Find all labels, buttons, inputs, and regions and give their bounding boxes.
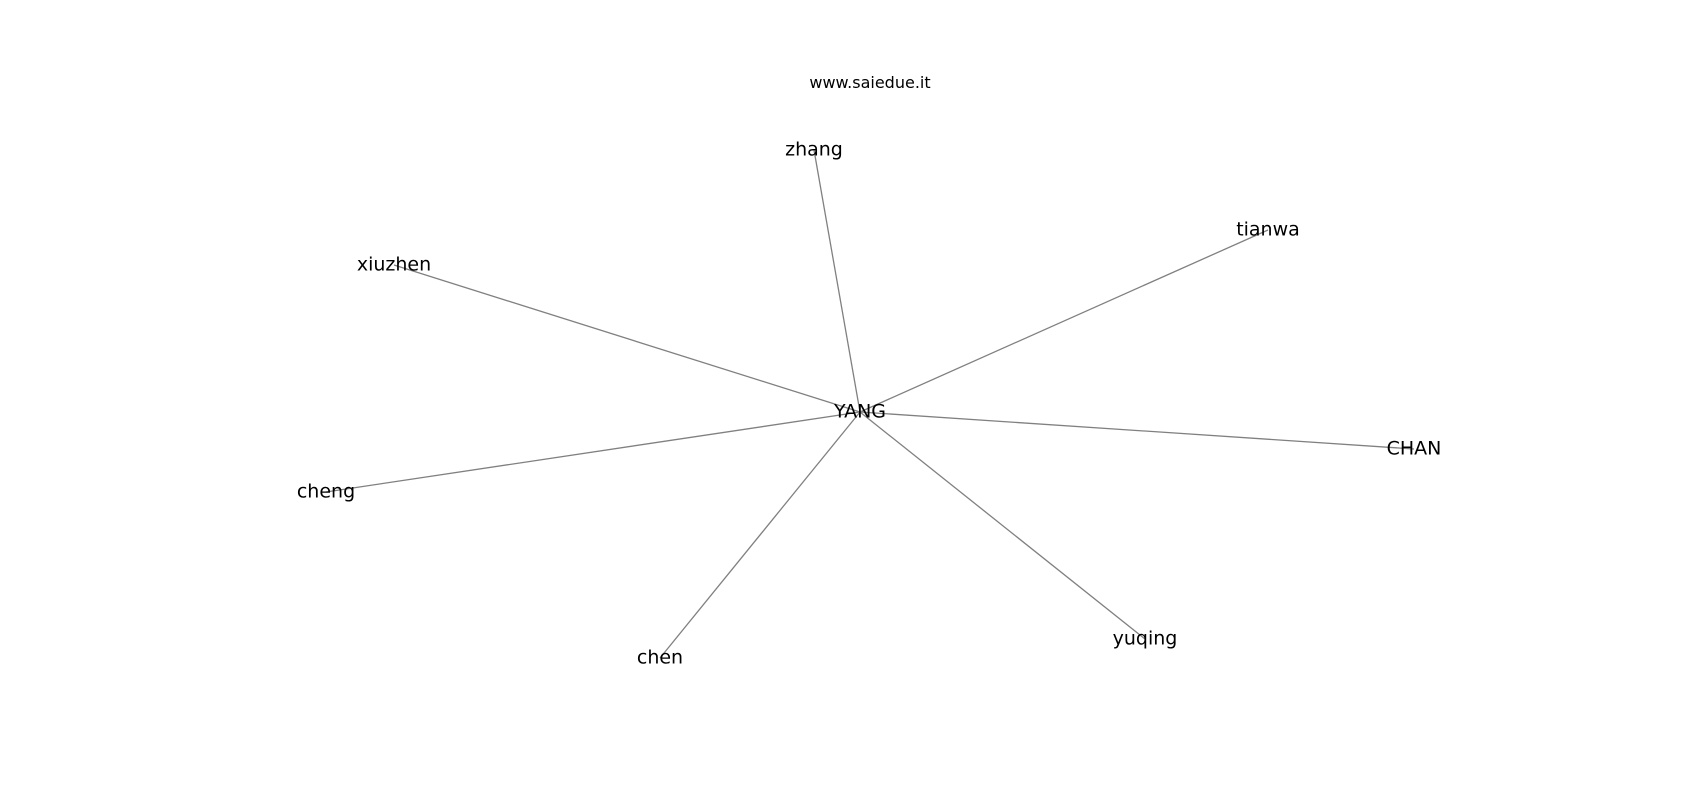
edge-yang-cheng: [325, 411, 861, 493]
edges-layer: [325, 149, 1415, 659]
node-label-zhang: zhang: [785, 139, 843, 161]
node-label-chen: chen: [637, 647, 683, 669]
edge-yang-chen: [659, 411, 861, 659]
edge-yang-chan: [859, 411, 1415, 450]
edge-yang-xiuzhen: [393, 264, 861, 413]
node-label-yang: YANG: [833, 401, 886, 423]
edge-yang-tianwa: [859, 229, 1269, 413]
node-label-chan: CHAN: [1387, 438, 1442, 460]
node-label-xiuzhen: xiuzhen: [357, 254, 431, 276]
watermark-text: www.saiedue.it: [809, 73, 930, 92]
node-label-yuqing: yuqing: [1113, 628, 1178, 650]
node-label-cheng: cheng: [297, 481, 355, 503]
edge-yang-yuqing: [859, 411, 1146, 640]
edge-yang-zhang: [813, 149, 861, 413]
node-label-tianwa: tianwa: [1236, 219, 1300, 241]
